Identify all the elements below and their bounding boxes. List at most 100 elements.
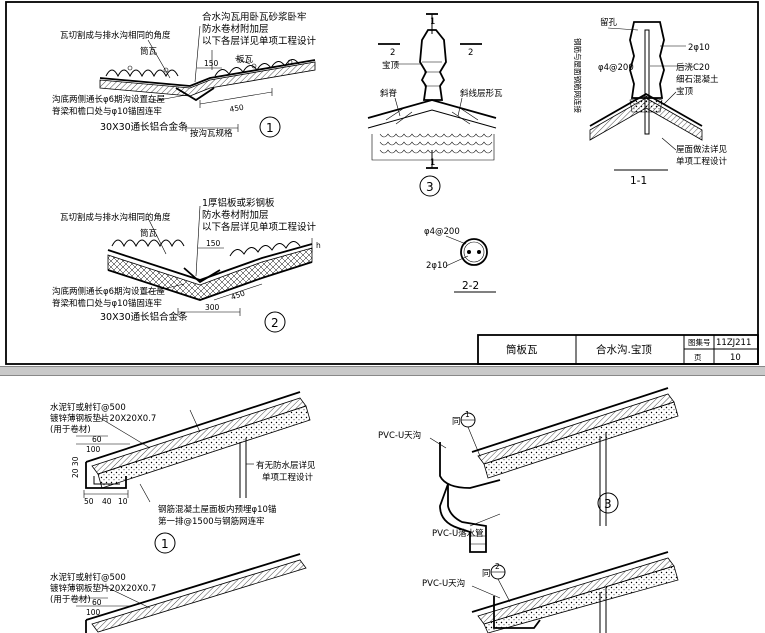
drawing-bottom-svg: 水泥钉或射钉@500 镀锌薄钢板垫片20X20X0.7 (用于卷材) 60 10… [50,387,679,633]
d1-note-top-2: 防水卷材附加层 [202,23,269,35]
d1-note-top-3: 以下各层详见单项工程设计 [202,35,317,47]
tb-name: 筒板瓦 [506,343,538,356]
d1-note-bottom-2: 脊梁和檐口处与φ10锚固连牢 [52,106,162,117]
d1-note-top-1: 合水沟瓦用卧瓦砂浆卧牢 [202,11,307,23]
b1-note-right-1: 有无防水层详见 [256,460,316,471]
detail-b3-pvc [429,387,679,553]
b2-note-2: 镀锌薄钢板垫片20X20X0.7 [50,583,156,594]
d3-mark-2-right: 2 [468,48,473,58]
d1-note-bottom-1: 沟底两侧通长φ6期沟设置在屋 [52,94,166,105]
finial-body [419,29,447,101]
s22-title: 2-2 [462,280,479,292]
title-block [477,334,759,365]
gutter-profile-b1 [85,462,127,489]
d2-note-top-1: 1厚铝板或彩钢板 [202,197,275,209]
s11-label-note1: 屋面做法详见 [676,144,728,155]
d3-label-baoding: 宝顶 [382,60,400,71]
tb-atlas-label: 图集号 [688,337,711,347]
section-2-2 [445,235,496,293]
b3-number: 3 [604,497,612,511]
b1-dim-100: 100 [86,445,101,454]
finial-section [629,21,665,99]
d1-note-left: 瓦切割成与排水沟相同的角度 [60,30,171,41]
b2-note-3: (用于卷材) [50,594,91,605]
b1-dim-vert: 20 30 [71,456,80,478]
d1-label-banwa: 板瓦 [236,54,254,65]
detail-number-circle-b3 [597,492,619,514]
sheet-frame [5,1,759,365]
detail-b1-eave [76,391,311,554]
d2-dim-h: h [316,241,321,250]
s22-label-2phi10: 2φ10 [426,261,448,271]
d2-dim-150: 150 [206,239,221,248]
b4-tag-circle: 2 [495,562,500,571]
s11-label-baoding: 宝顶 [676,86,694,97]
detail-number-circle-1 [259,116,281,138]
d2-note-bottom-2: 脊梁和檐口处与φ10锚固连牢 [52,298,162,309]
b1-note-bottom-2: 第一排@1500与钢筋网连牢 [158,516,265,527]
d3-mark-1-top: 1 [430,17,435,27]
tb-content: 合水沟.宝顶 [596,343,652,356]
d3-mark-2-left: 2 [390,48,395,58]
roof-layer-b1b [97,405,311,489]
tile-row-left-1 [105,69,179,78]
tb-page-label: 页 [694,353,702,362]
b1-note-3: (用于卷材) [50,424,91,435]
drawing-sheet-top: 合水沟瓦用卧瓦砂浆卧牢 防水卷材附加层 以下各层详见单项工程设计 瓦切割成与排水… [5,1,759,365]
tile-courses [379,107,493,154]
d1-dim-150: 150 [204,59,219,68]
b1-dim-10: 10 [118,497,128,506]
s11-label-2phi10: 2φ10 [688,43,710,53]
b1-dim-40: 40 [102,497,112,506]
drawing-sheet-bottom: 水泥钉或射钉@500 镀锌薄钢板垫片20X20X0.7 (用于卷材) 60 10… [0,376,765,633]
b4-pvc-gutter: PVC-U天沟 [422,578,465,589]
d3-number: 3 [426,180,434,194]
b4-tag-top: 同 [482,569,491,579]
tb-atlas-no: 11ZJ211 [716,338,751,348]
sheet-divider [0,366,765,376]
b3-pvc-pipe: PVC-U落水管 [432,528,484,539]
s22-label-phi4: φ4@200 [424,227,460,237]
b1-note-2: 镀锌薄钢板垫片20X20X0.7 [50,413,156,424]
detail-number-circle-3 [419,175,441,197]
detail-b2-eave [76,553,307,633]
d2-label-tongwa: 筒瓦 [140,228,158,239]
d1-label-tongwa: 筒瓦 [140,46,158,57]
d2-note-top-3: 以下各层详见单项工程设计 [202,221,317,233]
b1-dim-50: 50 [84,497,94,506]
d1-number: 1 [266,121,274,135]
pvc-gutter-b3 [439,442,501,489]
d2-note-bottom-3: 30X30通长铝合金条 [100,311,188,323]
b2-dim-60: 60 [92,598,102,607]
tile-row-right-2 [229,241,301,257]
b2-dim-100: 100 [86,608,101,617]
d2-note-bottom-1: 沟底两侧通长φ6期沟设置在屋 [52,286,166,297]
s11-label-phi4: φ4@200 [598,63,634,73]
b1-dim-60: 60 [92,435,102,444]
s11-label-vertical: 钢筋与屋面钢筋网连接 [573,38,583,113]
b1-note-1: 水泥钉或射钉@500 [50,402,126,413]
tile-row-left-2 [111,239,185,248]
detail-number-circle-b1 [154,532,176,554]
b1-number: 1 [161,537,169,551]
d2-dim-450: 450 [230,288,247,301]
b1-note-right-2: 单项工程设计 [262,472,314,483]
drawing-top-svg: 合水沟瓦用卧瓦砂浆卧牢 防水卷材附加层 以下各层详见单项工程设计 瓦切割成与排水… [5,1,759,365]
b3-tag-circle: 1 [465,410,470,419]
b3-tag-top: 同 [452,417,461,427]
s11-label-houjiao: 后浇C20 [676,62,710,73]
d3-label-xieji: 斜脊 [380,88,398,99]
d2-note-top-2: 防水卷材附加层 [202,209,269,221]
s11-label-note2: 单项工程设计 [676,156,728,167]
detail-3-finial [367,13,497,197]
d2-number: 2 [271,316,279,330]
detail-b4-pvc [471,551,679,633]
section-1-1 [589,21,703,171]
roof-slab-1 [99,61,316,97]
b3-pvc-gutter: PVC-U天沟 [378,430,421,441]
tile-row-right-1 [214,59,300,77]
detail-1-gutter [99,25,316,138]
tb-page-no: 10 [730,353,741,363]
d1-note-bottom-3: 30X30通长铝合金条 [100,121,188,133]
section-2-2-circle [460,238,488,266]
